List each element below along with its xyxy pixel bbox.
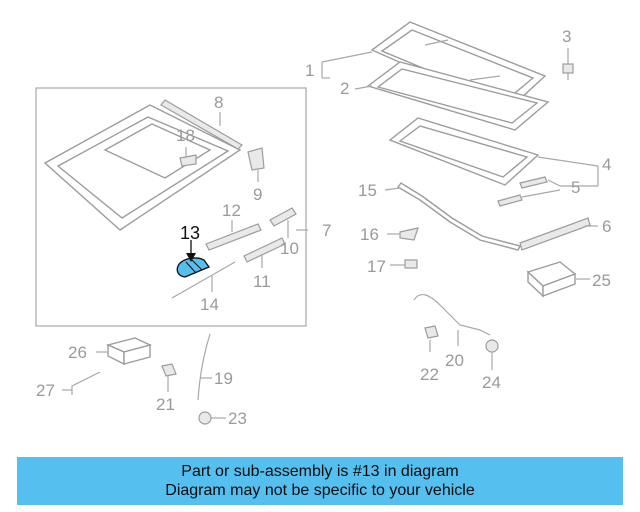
callout-3: 3	[562, 27, 571, 46]
part-6-rail[interactable]	[519, 217, 591, 251]
callout-4: 4	[602, 155, 611, 174]
callout-5: 5	[571, 178, 580, 197]
part-25-control-module[interactable]	[526, 261, 577, 298]
callout-19: 19	[214, 369, 233, 388]
part-13-highlighted[interactable]	[176, 257, 211, 278]
callout-24: 24	[482, 373, 501, 392]
callout-11: 11	[253, 272, 271, 291]
callout-25: 25	[592, 271, 611, 290]
callout-7: 7	[322, 221, 331, 240]
part-17-clip[interactable]	[404, 259, 418, 269]
part-19-drain-tube[interactable]	[197, 333, 211, 401]
callout-9: 9	[253, 185, 262, 204]
part-12-link[interactable]	[205, 223, 262, 251]
part-24-grommet[interactable]	[485, 339, 499, 353]
callout-8: 8	[214, 93, 223, 112]
part-22-clamp[interactable]	[424, 325, 439, 339]
callout-1: 1	[305, 61, 314, 80]
banner-line-1: Part or sub-assembly is #13 in diagram	[181, 463, 459, 480]
callout-18: 18	[176, 126, 195, 145]
part-15-guide-rail[interactable]	[396, 182, 522, 251]
callout-2: 2	[340, 79, 349, 98]
part-16-cover[interactable]	[399, 227, 419, 241]
part-3-screw[interactable]	[562, 63, 574, 80]
part-14-cable[interactable]	[171, 261, 236, 299]
callout-21: 21	[156, 395, 175, 414]
part-26-motor[interactable]	[105, 337, 153, 366]
inset-sunroof-housing	[43, 104, 242, 231]
banner-line-2: Diagram may not be specific to your vehi…	[165, 482, 475, 499]
callout-13: 13	[180, 223, 200, 243]
callout-23: 23	[228, 409, 247, 428]
callout-16: 16	[360, 225, 379, 244]
callout-22: 22	[420, 365, 439, 384]
part-5-brackets[interactable]	[497, 176, 548, 207]
inset-frame	[35, 87, 307, 327]
part-21-clip[interactable]	[161, 363, 177, 377]
callout-17: 17	[367, 257, 386, 276]
callout-15: 15	[358, 181, 377, 200]
callout-26: 26	[68, 343, 87, 362]
callout-6: 6	[602, 217, 611, 236]
callout-20: 20	[445, 351, 464, 370]
callout-12: 12	[222, 201, 241, 220]
part-18-bracket[interactable]	[179, 154, 197, 167]
part-10-actuator[interactable]	[269, 207, 297, 227]
part-8-deflector[interactable]	[160, 99, 243, 150]
leader-lines	[62, 48, 599, 419]
callout-10: 10	[280, 239, 299, 258]
callout-27: 27	[36, 381, 55, 400]
info-banner: Part or sub-assembly is #13 in diagram D…	[17, 457, 623, 505]
part-20-drain-hose[interactable]	[413, 293, 491, 336]
part-23-grommet[interactable]	[198, 411, 212, 425]
part-2-seal-inner	[376, 68, 539, 124]
callout-14: 14	[200, 295, 219, 314]
callout-13-arrow	[186, 240, 196, 262]
part-9-bracket[interactable]	[247, 147, 265, 171]
part-27-cable[interactable]	[71, 371, 101, 395]
parts-diagram: 1 2 3 4 5 6 7 8 9 10 11 12 13 14 15 16 1…	[35, 21, 611, 428]
part-11-link[interactable]	[243, 237, 286, 263]
part-4-frame[interactable]	[388, 117, 540, 186]
